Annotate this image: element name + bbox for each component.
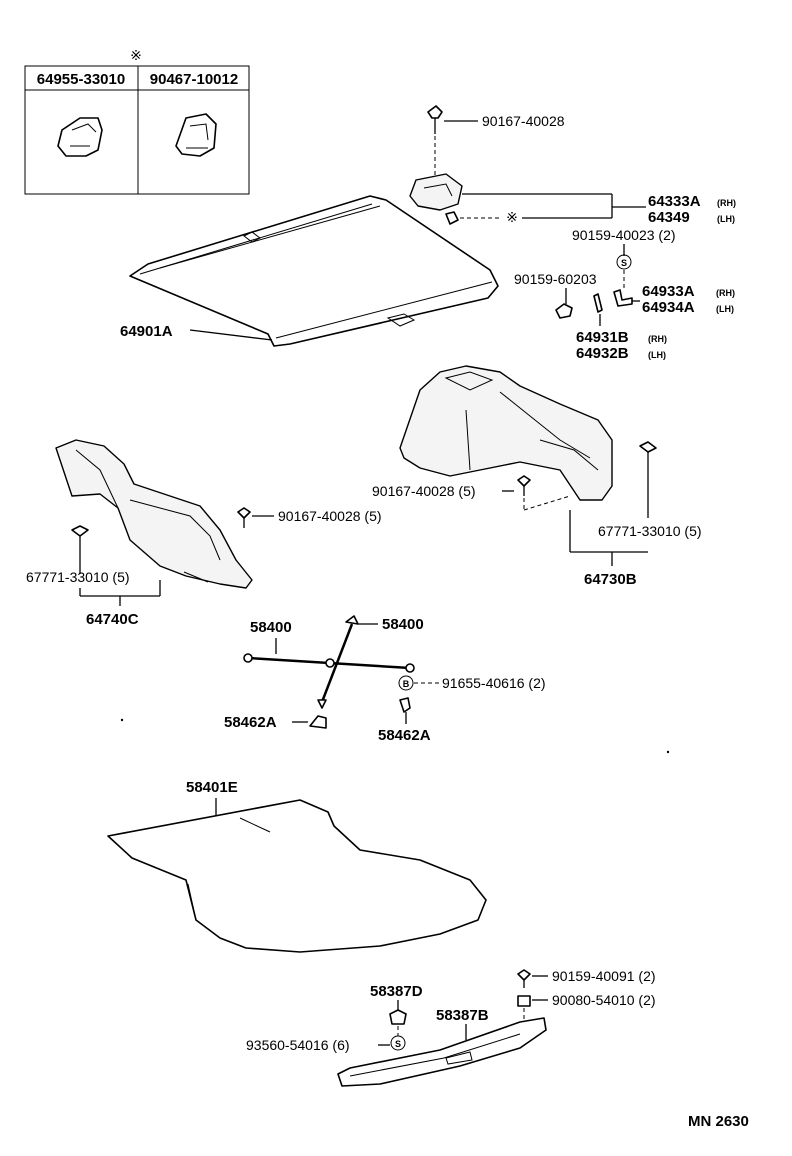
label-64730b: 64730B [584,571,637,588]
label-64740c: 64740C [86,611,139,628]
diagram-code: MN 2630 [688,1113,749,1130]
label-64933a-side: (RH) [716,288,735,298]
legend-col2-header: 90467-10012 [150,71,238,88]
symbol-b: B [403,679,410,689]
legend-box: ※ 64955-33010 90467-10012 [24,47,250,195]
label-90159-40091: 90159-40091 (2) [552,968,656,984]
clip-67771-right-icon [639,441,657,460]
label-58400-right: 58400 [382,616,424,633]
label-67771-33010-left: 67771-33010 (5) [26,569,130,585]
trim-panel-64333a-icon [409,173,463,225]
label-64901a: 64901A [120,323,173,340]
floor-mat-58401e-icon [107,799,487,953]
label-64934a: 64934A [642,299,695,316]
mark-symbol: ※ [506,209,518,225]
holder-58462a-right-icon [399,697,411,713]
label-90159-40023: 90159-40023 (2) [572,227,676,243]
legend-part-64955-icon [57,117,103,157]
screw-90167-left-icon [237,507,251,528]
symbol-s-upper: S [621,258,627,268]
label-64333a-side: (RH) [717,198,736,208]
label-90167-40028-right: 90167-40028 (5) [372,483,476,499]
label-64933a: 64933A [642,283,695,300]
label-90167-40028-top: 90167-40028 [482,113,565,129]
tonneau-cover-64901a-icon [129,195,499,347]
label-90080-54010: 90080-54010 (2) [552,992,656,1008]
nut-90080-54010-icon [517,995,531,1007]
label-58462a-left: 58462A [224,714,277,731]
label-90167-40028-left: 90167-40028 (5) [278,508,382,524]
legend-mark: ※ [130,47,142,63]
label-64349-side: (LH) [717,214,735,224]
label-91655-40616: 91655-40616 (2) [442,675,546,691]
hook-64933a-icon [613,289,633,307]
clip-67771-left-icon [71,525,89,544]
label-64349: 64349 [648,209,690,226]
scuff-plate-58387b-icon [337,1017,547,1087]
clip-58387d-icon [389,1009,407,1025]
clip-90159-60203-icon [555,303,573,319]
screw-90167-right-icon [517,475,531,496]
label-64934a-side: (LH) [716,304,734,314]
label-58400-left: 58400 [250,619,292,636]
label-64932b-side: (LH) [648,350,666,360]
screw-90159-40091-icon [517,969,531,988]
label-64931b: 64931B [576,329,629,346]
holder-58462a-left-icon [309,715,327,729]
symbol-s-lower: S [395,1039,401,1049]
label-93560-54016: 93560-54016 (6) [246,1037,350,1053]
strut-58400-icon [243,615,415,709]
legend-col1-header: 64955-33010 [37,71,125,88]
label-64932b: 64932B [576,345,629,362]
quarter-trim-64740c-icon [55,439,253,589]
quarter-trim-64730b-icon [399,365,613,501]
label-67771-33010-right: 67771-33010 (5) [598,523,702,539]
label-64333a: 64333A [648,193,701,210]
bolt-90167-40028-top-icon [427,105,443,134]
label-58387d: 58387D [370,983,423,1000]
label-90159-60203: 90159-60203 [514,271,597,287]
label-58462a-right: 58462A [378,727,431,744]
label-58401e: 58401E [186,779,238,796]
label-64931b-side: (RH) [648,334,667,344]
legend-part-90467-icon [175,113,217,157]
label-58387b: 58387B [436,1007,489,1024]
bracket-64931b-icon [593,293,603,313]
